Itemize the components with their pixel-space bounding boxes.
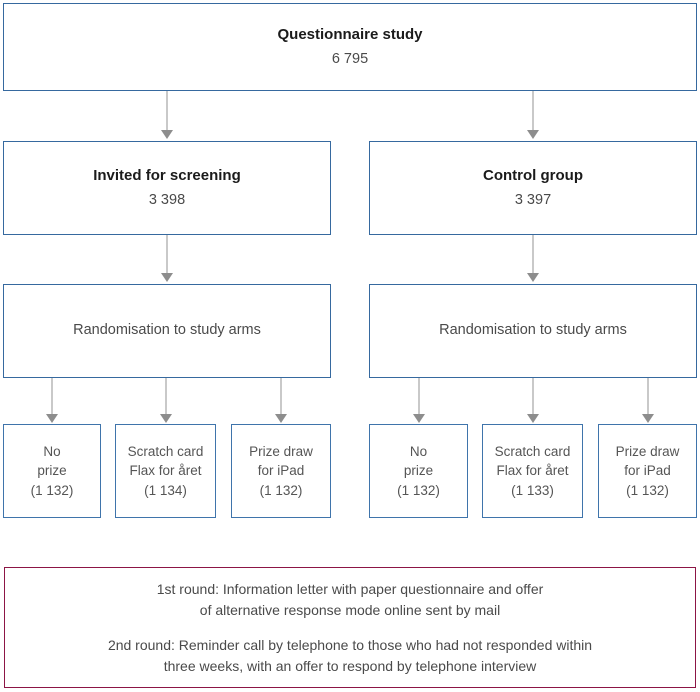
arrowhead-right-randomisation-to-group-2: [527, 414, 539, 423]
right-group-1-count: (1 132): [397, 482, 440, 498]
note-paragraph-1-line-1: 1st round: Information letter with paper…: [156, 580, 544, 597]
invited-for-screening-title: Invited for screening: [93, 167, 241, 185]
box-left-group-no-prize: No prize (1 132): [3, 424, 101, 518]
box-right-group-no-prize: No prize (1 132): [369, 424, 468, 518]
connector-left-randomisation-to-group-3: [280, 378, 282, 416]
right-group-3-line-1: Prize draw: [615, 443, 680, 459]
control-group-count: 3 397: [514, 191, 552, 208]
box-left-group-prize-draw: Prize draw for iPad (1 132): [231, 424, 331, 518]
box-randomisation-right: Randomisation to study arms: [369, 284, 697, 378]
connector-left-arm-to-randomisation: [166, 235, 168, 275]
box-questionnaire-study: Questionnaire study 6 795: [3, 3, 697, 91]
left-group-2-count: (1 134): [144, 482, 187, 498]
connector-right-arm-to-randomisation: [532, 235, 534, 275]
note-paragraph-2: 2nd round: Reminder call by telephone to…: [108, 635, 592, 677]
connector-top-to-left-arm: [166, 91, 168, 132]
arrowhead-right-randomisation-to-group-1: [413, 414, 425, 423]
arrowhead-right-randomisation-to-group-3: [642, 414, 654, 423]
connector-left-randomisation-to-group-1: [51, 378, 53, 416]
connector-top-to-right-arm: [532, 91, 534, 132]
left-group-1-line-1: No: [43, 443, 61, 459]
questionnaire-study-count: 6 795: [331, 50, 369, 67]
questionnaire-study-title: Questionnaire study: [277, 26, 423, 44]
note-paragraph-1-line-2: of alternative response mode online sent…: [199, 601, 501, 618]
invited-for-screening-count: 3 398: [148, 191, 186, 208]
arrowhead-right-arm-to-randomisation: [527, 273, 539, 282]
arrowhead-top-to-left-arm: [161, 130, 173, 139]
box-study-rounds-note: 1st round: Information letter with paper…: [4, 567, 696, 688]
box-right-group-prize-draw: Prize draw for iPad (1 132): [598, 424, 697, 518]
box-right-group-scratch-card: Scratch card Flax for året (1 133): [482, 424, 583, 518]
right-group-1-line-2: prize: [403, 463, 434, 479]
arrowhead-left-randomisation-to-group-1: [46, 414, 58, 423]
note-paragraph-2-line-2: three weeks, with an offer to respond by…: [163, 657, 537, 674]
connector-right-randomisation-to-group-2: [532, 378, 534, 416]
right-group-1-line-1: No: [409, 443, 428, 459]
box-left-group-scratch-card: Scratch card Flax for året (1 134): [115, 424, 216, 518]
connector-right-randomisation-to-group-1: [418, 378, 420, 416]
connector-left-randomisation-to-group-2: [165, 378, 167, 416]
right-group-3-line-2: for iPad: [624, 463, 671, 479]
left-group-3-line-2: for iPad: [257, 463, 305, 479]
arrowhead-left-randomisation-to-group-2: [160, 414, 172, 423]
right-group-2-count: (1 133): [511, 482, 554, 498]
box-invited-for-screening: Invited for screening 3 398: [3, 141, 331, 235]
left-group-3-line-1: Prize draw: [249, 443, 313, 459]
randomisation-left-label: Randomisation to study arms: [73, 322, 261, 339]
randomisation-right-label: Randomisation to study arms: [439, 322, 627, 339]
left-group-1-count: (1 132): [30, 482, 74, 498]
connector-right-randomisation-to-group-3: [647, 378, 649, 416]
note-paragraph-1: 1st round: Information letter with paper…: [157, 579, 544, 621]
box-control-group: Control group 3 397: [369, 141, 697, 235]
arrowhead-left-randomisation-to-group-3: [275, 414, 287, 423]
right-group-2-line-2: Flax for året: [496, 463, 569, 479]
box-randomisation-left: Randomisation to study arms: [3, 284, 331, 378]
right-group-2-line-1: Scratch card: [494, 443, 571, 459]
arrowhead-top-to-right-arm: [527, 130, 539, 139]
left-group-2-line-1: Scratch card: [127, 443, 204, 459]
control-group-title: Control group: [483, 167, 583, 185]
arrowhead-left-arm-to-randomisation: [161, 273, 173, 282]
left-group-2-line-2: Flax for året: [129, 463, 202, 479]
left-group-1-line-2: prize: [37, 463, 67, 479]
left-group-3-count: (1 132): [259, 482, 303, 498]
right-group-3-count: (1 132): [626, 482, 669, 498]
note-paragraph-2-line-1: 2nd round: Reminder call by telephone to…: [107, 636, 593, 653]
